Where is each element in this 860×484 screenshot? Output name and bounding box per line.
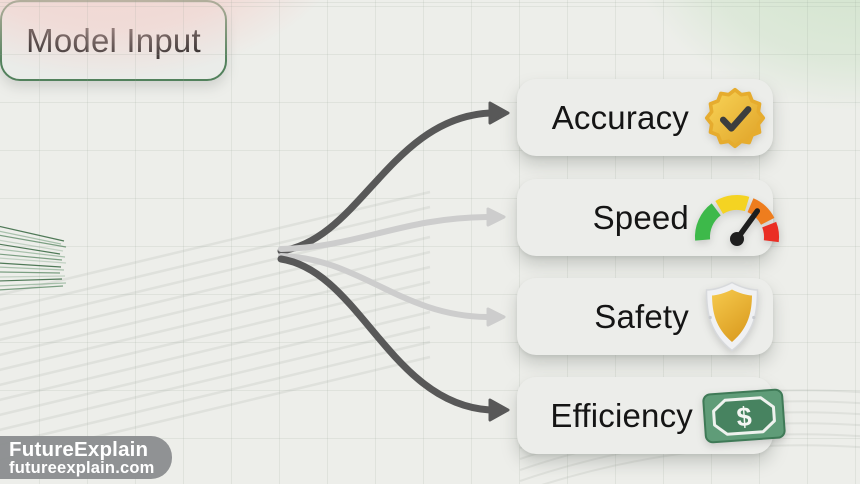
dollar-symbol: $ bbox=[736, 401, 753, 432]
shield-icon bbox=[705, 281, 759, 351]
model-input-node: Model Input bbox=[0, 0, 227, 81]
diagonal-stripes-decoration bbox=[0, 190, 431, 462]
connector-to-efficiency bbox=[277, 255, 494, 414]
input-threads-decoration bbox=[0, 225, 67, 291]
speed-label: Speed bbox=[592, 198, 689, 236]
accuracy-node: Accuracy bbox=[517, 79, 773, 156]
arrowhead-safety bbox=[486, 307, 506, 327]
safety-label: Safety bbox=[594, 297, 689, 335]
verified-badge-icon bbox=[704, 87, 766, 148]
speed-node: Speed bbox=[517, 179, 780, 256]
safety-node: Safety bbox=[517, 278, 773, 355]
arrowhead-speed bbox=[486, 207, 506, 227]
arrowhead-accuracy bbox=[488, 101, 510, 125]
model-input-label: Model Input bbox=[26, 21, 201, 59]
arrowhead-efficiency bbox=[488, 398, 510, 422]
connector-to-speed bbox=[278, 214, 490, 252]
watermark-pill: FutureExplain futureexplain.com bbox=[0, 436, 172, 479]
dollar-banknote-icon: $ bbox=[702, 388, 786, 443]
efficiency-label: Efficiency bbox=[550, 396, 693, 434]
connector-to-accuracy bbox=[277, 109, 494, 255]
efficiency-node: Efficiency $ bbox=[517, 377, 786, 454]
connector-to-safety bbox=[278, 253, 490, 320]
speedometer-icon bbox=[694, 194, 780, 246]
accuracy-label: Accuracy bbox=[551, 98, 689, 136]
watermark-brand: FutureExplain bbox=[9, 437, 149, 461]
watermark-domain: futureexplain.com bbox=[9, 458, 155, 477]
